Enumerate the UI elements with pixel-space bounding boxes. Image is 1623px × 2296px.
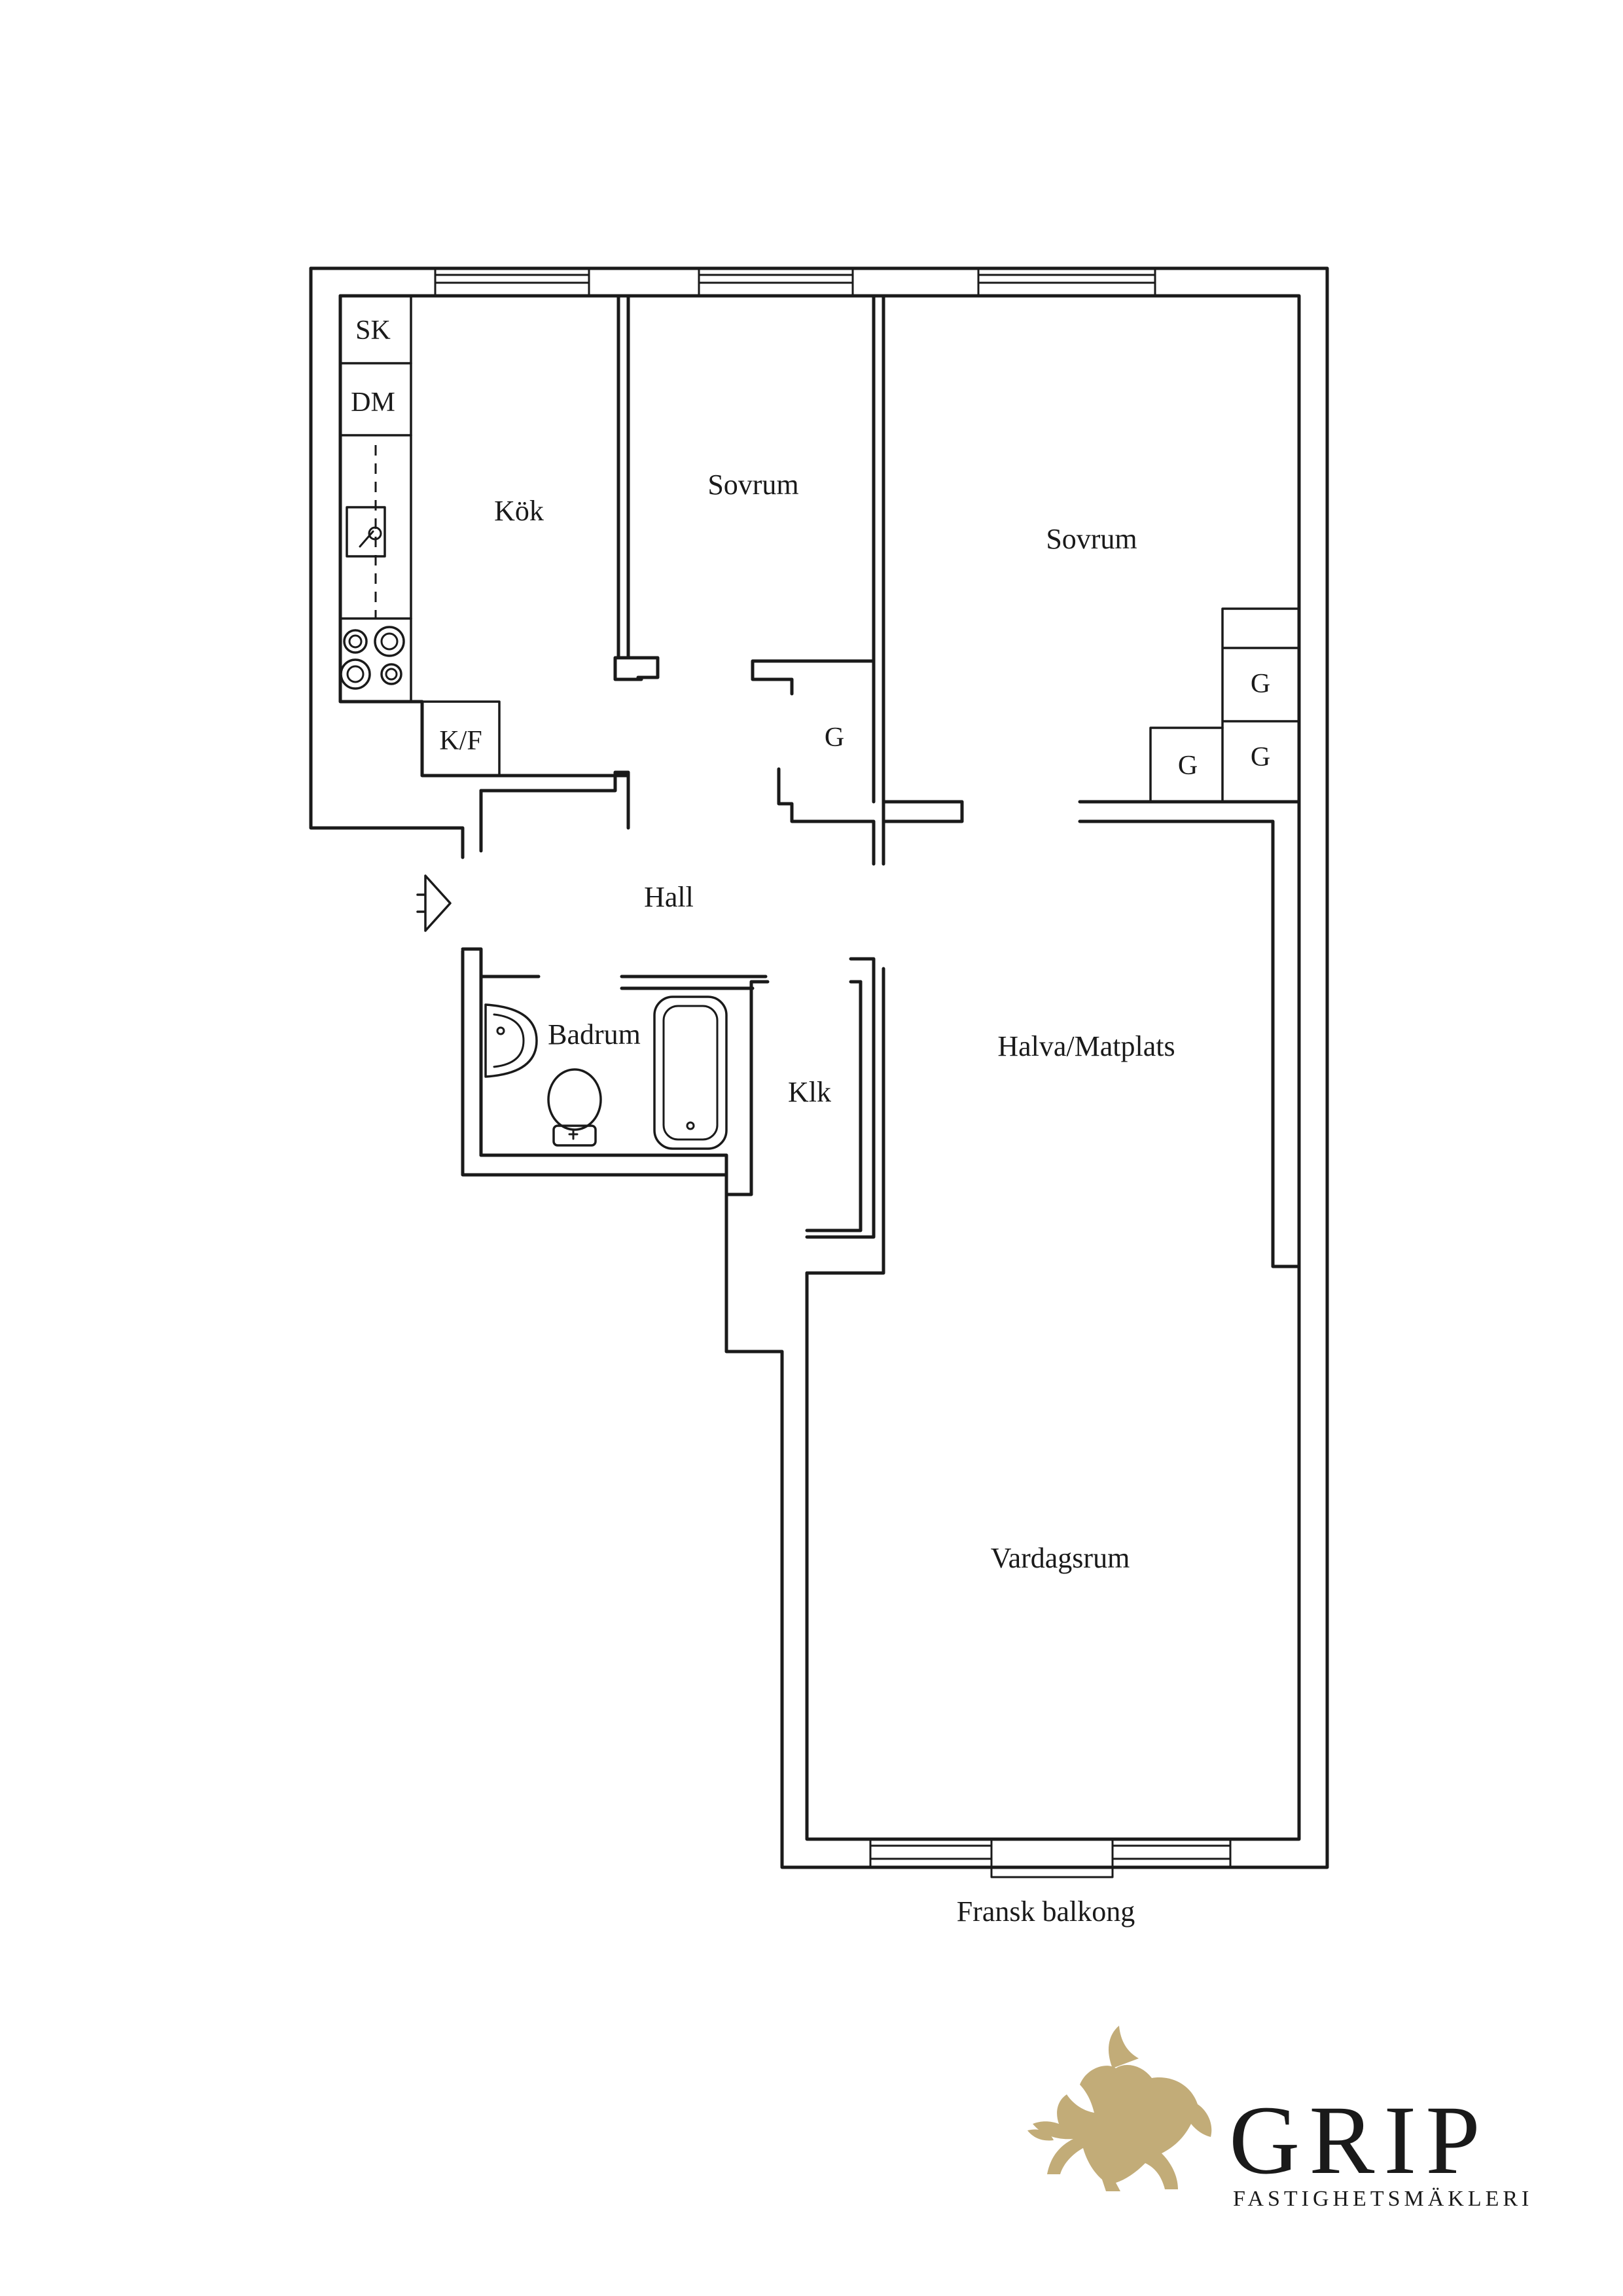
label-klk: Klk xyxy=(788,1076,831,1108)
griffin-logo-icon xyxy=(1027,2026,1212,2191)
label-hall: Hall xyxy=(644,881,694,913)
label-sovrum-2: Sovrum xyxy=(1046,523,1137,555)
label-dm: DM xyxy=(351,387,395,418)
brand-logo: GRIP FASTIGHETSMÄKLERI xyxy=(1027,2026,1533,2211)
label-g-right-mid: G xyxy=(1251,742,1270,772)
label-sovrum-1: Sovrum xyxy=(707,469,798,501)
brand-name: GRIP xyxy=(1229,2086,1489,2195)
bathtub-icon xyxy=(653,996,728,1150)
room-labels: SK DM K/F Kök Sovrum Sovrum G G G G Hall… xyxy=(351,315,1270,1928)
label-badrum: Badrum xyxy=(548,1018,641,1050)
top-windows xyxy=(434,267,1156,297)
label-sk: SK xyxy=(355,315,391,346)
bathroom-fixtures xyxy=(484,996,728,1150)
label-fransk-balkong: Fransk balkong xyxy=(957,1895,1135,1928)
label-g-right-low: G xyxy=(1178,751,1198,781)
stove-icon xyxy=(340,626,405,690)
interior-walls xyxy=(479,294,1301,1275)
wardrobes-right xyxy=(1149,607,1300,803)
label-kok: Kök xyxy=(494,495,544,527)
label-vardagsrum: Vardagsrum xyxy=(991,1542,1130,1574)
brand-tagline: FASTIGHETSMÄKLERI xyxy=(1233,2187,1533,2211)
label-kf: K/F xyxy=(439,726,482,756)
balcony-windows xyxy=(869,1838,1232,1878)
label-halva-matplats: Halva/Matplats xyxy=(997,1030,1175,1062)
entrance-arrow-icon xyxy=(416,874,452,932)
label-g-right-top: G xyxy=(1251,669,1270,699)
outer-walls xyxy=(309,266,1329,1869)
toilet-icon xyxy=(547,1068,602,1147)
washbasin-icon xyxy=(484,1003,538,1078)
fridge-freezer xyxy=(421,700,501,777)
kitchen-counter xyxy=(339,295,501,777)
label-g-hall: G xyxy=(825,723,844,753)
sink-icon xyxy=(346,506,386,558)
